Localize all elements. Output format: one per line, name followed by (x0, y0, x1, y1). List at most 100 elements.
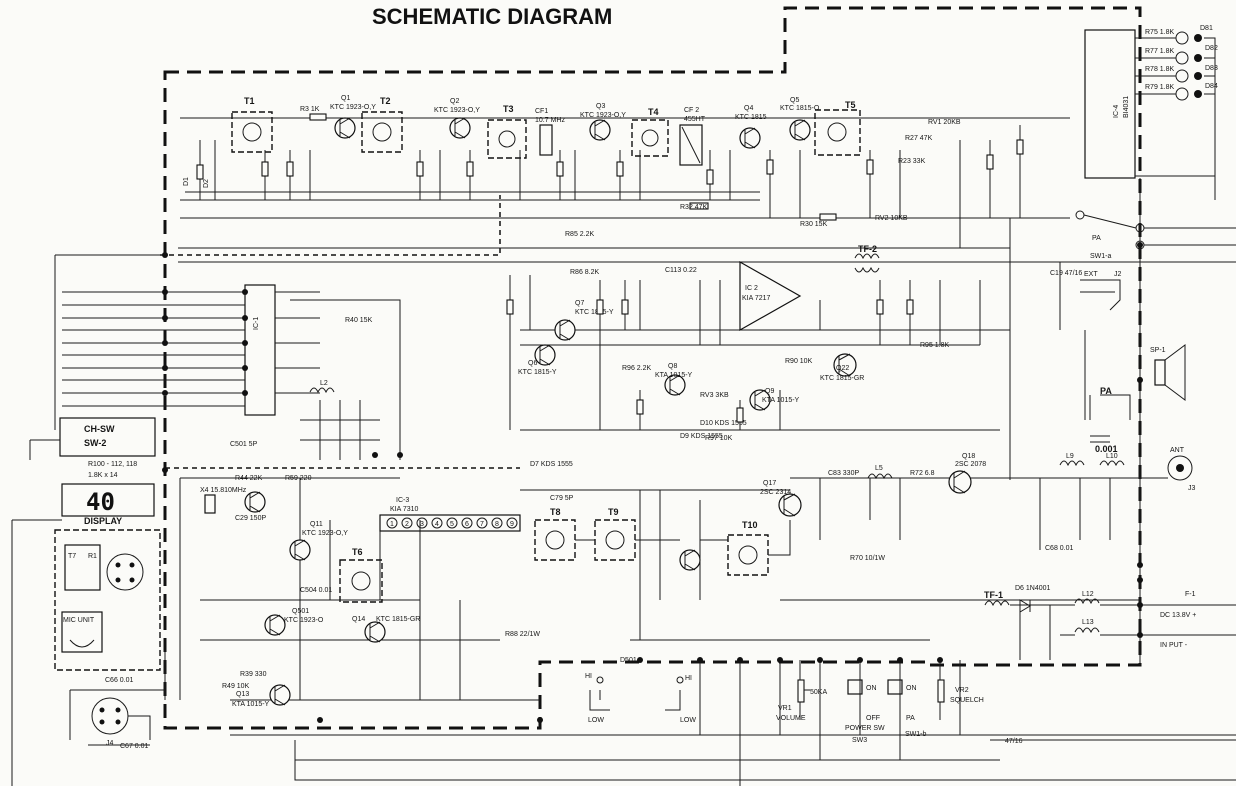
led-r79: R79 1.8K (1145, 84, 1175, 91)
svg-text:PA: PA (1100, 386, 1112, 396)
svg-text:L9: L9 (1066, 453, 1074, 460)
pa-switch-sw1b[interactable]: ON PA SW1-b (887, 679, 927, 738)
svg-text:9: 9 (510, 521, 514, 528)
resistor-r3 (309, 113, 327, 121)
svg-text:VR2: VR2 (955, 687, 969, 694)
ic3-pins: 1 2 3 4 5 6 7 8 9 (386, 517, 518, 529)
coil-l5: L5 (867, 465, 893, 480)
c19-label: C19 47/16 (1050, 270, 1082, 277)
hi-low-switch-left[interactable]: HI LOW D501 (585, 657, 637, 724)
c83-label: C83 330P (828, 470, 859, 477)
svg-text:Q8: Q8 (668, 363, 677, 370)
svg-text:KTA 1015-Y: KTA 1015-Y (232, 701, 270, 708)
transistor-q8: Q8 KTA 1015-Y (655, 363, 693, 396)
transistor-q3: Q3 KTC 1923-O,Y (580, 103, 626, 141)
coil-l9: L9 (1059, 453, 1085, 467)
c67-label: C67 0.01 (120, 743, 149, 750)
svg-text:T5: T5 (845, 100, 856, 110)
svg-text:2: 2 (405, 521, 409, 528)
svg-text:T2: T2 (380, 96, 391, 106)
svg-text:Q501: Q501 (292, 608, 309, 615)
svg-text:10.7 MHz: 10.7 MHz (535, 117, 565, 124)
tx-chain (520, 489, 1140, 641)
transistor-q9: Q9 KTA 1015-Y (749, 388, 800, 411)
svg-text:D6 1N4001: D6 1N4001 (1015, 585, 1051, 592)
ic1-pin-dots (162, 289, 248, 396)
diagram-title: SCHEMATIC DIAGRAM (372, 4, 612, 29)
svg-text:KTC 1815-GR: KTC 1815-GR (820, 375, 864, 382)
rv2-label: RV2 10KB (875, 215, 908, 222)
svg-text:Q7: Q7 (575, 300, 584, 307)
svg-text:EXT: EXT (1084, 271, 1098, 278)
svg-text:KTC 1923-O,Y: KTC 1923-O,Y (580, 112, 626, 119)
r86-label: R86 8.2K (570, 269, 600, 276)
r90-label: R90 10K (785, 358, 813, 365)
osc-bus (179, 477, 540, 701)
svg-text:8: 8 (495, 521, 499, 528)
ext-jack-j2[interactable]: EXT J2 (1080, 271, 1122, 311)
svg-text:POWER SW: POWER SW (845, 725, 885, 732)
svg-text:T1: T1 (244, 96, 255, 106)
resistor-r32 (689, 202, 709, 210)
svg-text:LOW: LOW (680, 717, 696, 724)
dc-input-connector[interactable]: F-1 DC 13.8V + IN PUT - (1137, 591, 1196, 649)
resistor-r3-label: R3 1K (300, 106, 320, 113)
svg-text:3: 3 (420, 521, 424, 528)
svg-text:T9: T9 (608, 507, 619, 517)
display-feed (11, 439, 62, 786)
svg-text:D501: D501 (620, 657, 637, 664)
svg-text:KTC 1815-Y: KTC 1815-Y (518, 369, 557, 376)
led-d83: D83 (1205, 65, 1218, 72)
r95-label: R95 1.8K (920, 342, 950, 349)
volume-vr1[interactable]: VR1 VOLUME 50KA (776, 660, 827, 722)
power-switch-sw3[interactable]: ON OFF POWER SW SW3 (845, 679, 885, 744)
mic-jack-j4[interactable]: J4 (91, 697, 129, 747)
svg-text:L2: L2 (320, 380, 328, 387)
svg-text:Q22: Q22 (836, 365, 849, 372)
svg-text:T7: T7 (68, 553, 76, 560)
svg-text:F-1: F-1 (1185, 591, 1196, 598)
svg-text:5: 5 (450, 521, 454, 528)
svg-text:KTC 1923-O: KTC 1923-O (284, 617, 324, 624)
r88-label: R88 22/1W (505, 631, 540, 638)
r49-label: R49 10K (222, 683, 250, 690)
resistor-r32-label: R32 47K (680, 204, 708, 211)
inner-boundary (160, 195, 520, 469)
top-vertical-components (199, 125, 1021, 248)
svg-text:T10: T10 (742, 520, 758, 530)
led-d81: D81 (1200, 25, 1213, 32)
antenna-jack-j3[interactable]: ANT J3 (1167, 447, 1196, 492)
mic-wiring (69, 650, 181, 746)
dc-input-lines (1010, 604, 1236, 660)
squelch-vr2[interactable]: VR2 SQUELCH (937, 660, 984, 720)
switch-sw1a[interactable]: SW1-a PA (1075, 210, 1236, 260)
display-label: DISPLAY (84, 516, 122, 526)
led-r78: R78 1.8K (1145, 66, 1175, 73)
transformer-t3: T3 (487, 104, 527, 159)
hi-low-switch-right[interactable]: HI LOW (665, 675, 696, 724)
svg-text:2SC 2314: 2SC 2314 (760, 489, 791, 496)
svg-text:CF 2: CF 2 (684, 107, 699, 114)
led-d84: D84 (1205, 83, 1218, 90)
transformer-t2: T2 (361, 96, 403, 153)
transformer-t8: T8 (534, 507, 576, 561)
svg-text:T8: T8 (550, 507, 561, 517)
transformer-tf1: TF-1 (984, 590, 1010, 607)
pa-output: PA (1089, 386, 1131, 420)
coil-l13: L13 (1074, 619, 1100, 634)
crystal-x4: X4 15.810MHz (200, 487, 247, 514)
svg-text:HI: HI (685, 675, 692, 682)
r96-label: R96 2.2K (622, 365, 652, 372)
svg-text:Q9: Q9 (765, 388, 774, 395)
transistor-q11 (244, 491, 266, 513)
ic1-right-block (290, 299, 401, 460)
transformer-t10: T10 (727, 520, 769, 576)
ceramic-filter-cf2: CF 2 455HT (679, 107, 706, 166)
svg-text:VOLUME: VOLUME (776, 715, 806, 722)
transistor-q17: Q17 2SC 2314 (760, 480, 802, 517)
d7-label: D7 KDS 1555 (530, 461, 573, 468)
svg-text:DC 13.8V +: DC 13.8V + (1160, 612, 1196, 619)
transistor-q1: Q1 KTC 1923-O,Y (330, 95, 376, 139)
svg-text:PA: PA (1092, 235, 1101, 242)
ic1-pll: IC-1 (244, 284, 276, 416)
